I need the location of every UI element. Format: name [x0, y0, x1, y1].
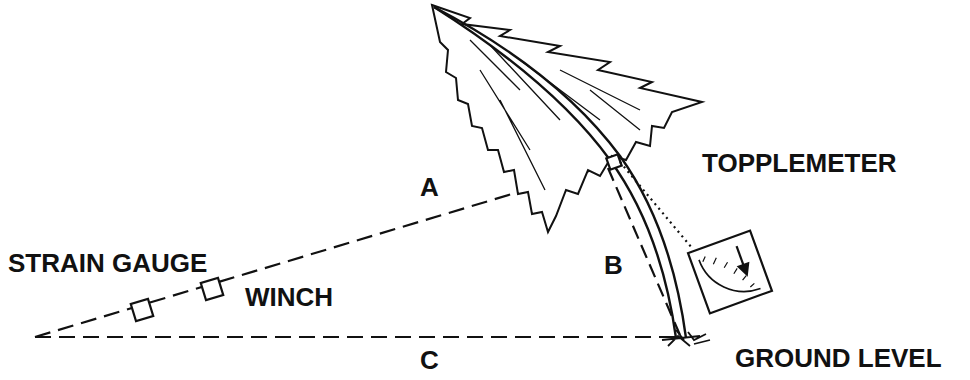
- trunk: [434, 7, 686, 338]
- line-label: A: [420, 174, 439, 200]
- strain-gauge-label: STRAIN GAUGE: [8, 250, 207, 276]
- foliage: [432, 5, 702, 232]
- line-label: C: [420, 347, 439, 373]
- attachment-point: [606, 154, 621, 169]
- dashed-line-c: [35, 336, 680, 338]
- winch-label: WINCH: [245, 284, 333, 310]
- branch-strokes: [470, 40, 640, 190]
- ground-level-label: GROUND LEVEL: [735, 345, 942, 371]
- line-label: B: [604, 252, 623, 278]
- topplemeter-lead: [620, 162, 692, 248]
- strain-gauge-symbol: [131, 278, 223, 321]
- ground-tuft: [662, 330, 710, 346]
- topplemeter-symbol: [688, 231, 772, 314]
- trunk: [434, 7, 676, 338]
- topplemeter-label: TOPPLEMETER: [702, 150, 897, 176]
